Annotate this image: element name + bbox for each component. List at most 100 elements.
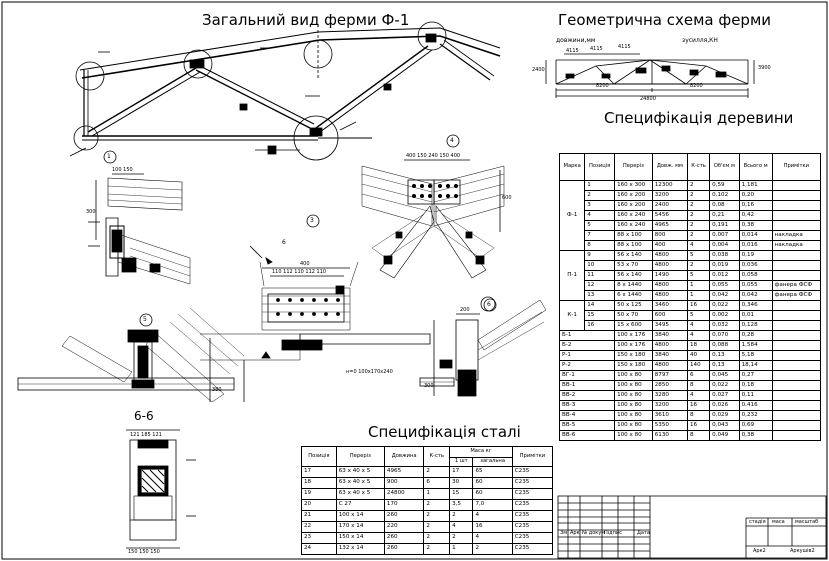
steel-table-cell: 63 х 40 х 5 [335, 466, 385, 478]
wood-table-cell [771, 330, 822, 341]
wood-table-cell: 150 х 180 [614, 350, 653, 361]
wood-row-mark: Б-2 [558, 340, 616, 351]
detail-node-1 [88, 173, 191, 285]
steel-col-section: Переріз [335, 446, 385, 467]
wood-table-cell: 8 [686, 410, 711, 421]
steel-col-notes: Примітки [511, 446, 554, 467]
wood-table-cell: 5456 [651, 210, 689, 221]
wood-table-cell: 160 х 200 [614, 200, 653, 211]
node-label-3: 3 [310, 217, 314, 224]
steel-table-cell: 65 [472, 466, 513, 478]
wood-table-cell: 1,181 [738, 180, 773, 191]
steel-table-cell: 6 [423, 477, 451, 489]
wood-table-cell: 6130 [651, 430, 689, 441]
steel-table-cell: 4 [472, 510, 513, 522]
wood-col-total: Всього м [738, 153, 773, 181]
wood-table-cell: 4800 [651, 290, 689, 301]
wood-table-cell: 0,28 [738, 330, 773, 341]
wood-table-cell: 1490 [651, 270, 689, 281]
wood-table-cell: 140 [686, 360, 711, 371]
wood-row-mark: ВВ-5 [558, 420, 616, 431]
steel-table-cell: 15 [449, 488, 474, 500]
wood-table-cell: 18 [686, 340, 711, 351]
detail-node-5 [17, 307, 245, 403]
wood-row-mark: ВВ-6 [558, 430, 616, 441]
wood-table-cell: 16 [686, 300, 711, 311]
steel-table-cell: 63 х 40 х 5 [335, 488, 385, 500]
d6-top-dim: 200 [460, 307, 470, 313]
wood-col-pos: Позиція [584, 153, 616, 181]
node-label-5: 5 [143, 316, 147, 323]
wood-row-mark: ВВ-2 [558, 390, 616, 401]
steel-table-cell: C235 [511, 543, 554, 555]
wood-table-cell [771, 340, 822, 351]
wood-table-cell: 160 х 300 [614, 180, 653, 191]
node-label-6: 6 [487, 301, 491, 308]
geom-dim-top-1: 4115 [566, 48, 579, 54]
d4-side-dim: 600 [502, 195, 512, 201]
steel-table-cell: 2 [423, 510, 451, 522]
wood-group-mark: К-1 [558, 300, 586, 331]
wood-table-cell: 5 [686, 310, 711, 321]
wood-table-cell: 0,191 [709, 220, 740, 231]
wood-table-cell: 3280 [651, 390, 689, 401]
steel-table-cell: 2 [449, 532, 474, 544]
wood-table-cell [771, 420, 822, 431]
steel-col-qty: К-сть [423, 446, 451, 467]
steel-table-cell: 3,5 [449, 499, 474, 511]
wood-table-cell: 5 [686, 270, 711, 281]
wood-table-cell [771, 270, 822, 281]
wood-group-mark: Ф-1 [558, 180, 586, 251]
wood-table-cell [771, 390, 822, 401]
wood-table-cell: 0,014 [738, 230, 773, 241]
wood-table-cell: 4800 [651, 280, 689, 291]
steel-table-cell: 2 [423, 521, 451, 533]
stamp-label-sign: Підпис [604, 530, 622, 536]
steel-table-cell: 19 [301, 488, 337, 500]
steel-table-cell: 150 х 14 [335, 532, 385, 544]
wood-table-cell: 1,584 [738, 340, 773, 351]
steel-table-cell: С 27 [335, 499, 385, 511]
geom-dim-span-total: 24800 [640, 96, 656, 102]
steel-table-cell: 2 [423, 532, 451, 544]
wood-table-cell: 5 [584, 220, 616, 231]
steel-table-cell: 60 [472, 477, 513, 489]
wood-table-cell: 15 [584, 310, 616, 321]
steel-table-cell: C235 [511, 510, 554, 522]
d6-side-dim: 300 [424, 383, 434, 389]
wood-table-cell: 11 [584, 270, 616, 281]
steel-table-cell: 260 [383, 510, 425, 522]
steel-col-mass: Маса кг [449, 446, 513, 458]
steel-table-cell: 60 [472, 488, 513, 500]
wood-table-cell [771, 180, 822, 191]
wood-table-cell [771, 360, 822, 371]
wood-table-cell [771, 350, 822, 361]
steel-table-cell: 900 [383, 477, 425, 489]
wood-table-cell [771, 300, 822, 311]
wood-table-cell: 0,346 [738, 300, 773, 311]
wood-table-cell: 100 х 80 [614, 370, 653, 381]
wood-table-cell: 2400 [651, 200, 689, 211]
wood-table-cell: 6 х 1440 [614, 290, 653, 301]
wood-table-cell: 0,38 [738, 430, 773, 441]
geometry-title: Геометрична схема ферми [558, 11, 772, 29]
wood-table-cell: 0,20 [738, 190, 773, 201]
steel-table-cell: 170 [383, 499, 425, 511]
wood-table-cell: 14 [584, 300, 616, 311]
wood-table-cell: 160 х 240 [614, 210, 653, 221]
wood-table-cell [771, 210, 822, 221]
steel-table-cell: 4965 [383, 466, 425, 478]
steel-table-cell: 7,0 [472, 499, 513, 511]
geom-dim-span-left: 8200 [596, 83, 609, 89]
steel-table-cell: 18 [301, 477, 337, 489]
geometry-scheme [545, 53, 755, 98]
steel-col-length: Довжина [383, 446, 425, 467]
